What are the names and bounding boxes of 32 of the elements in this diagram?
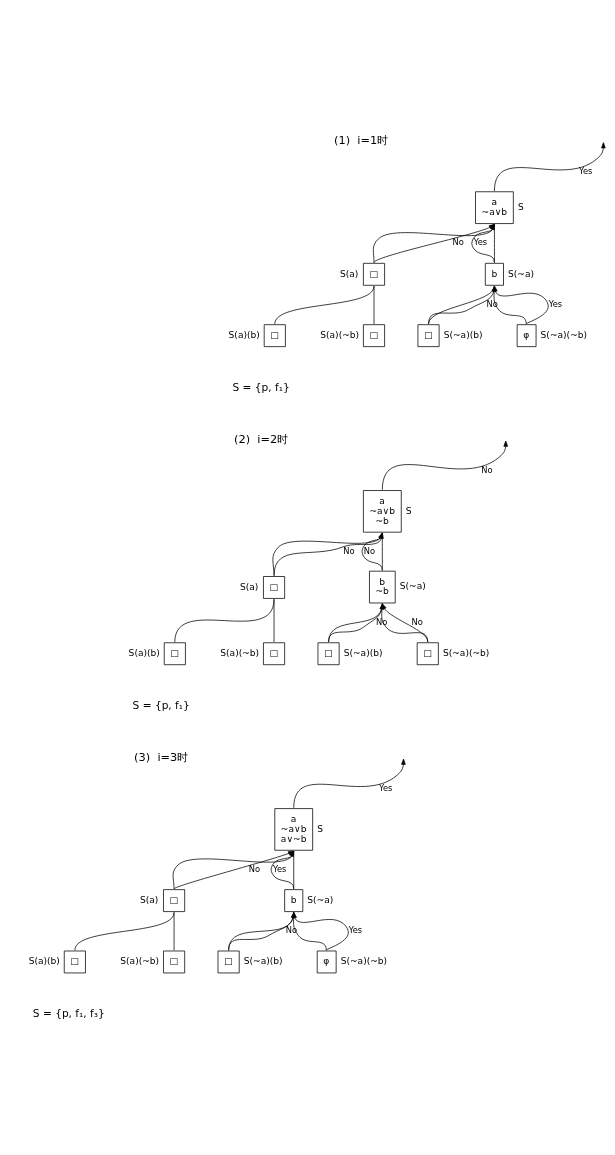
node-label: S <box>517 201 524 212</box>
node-label: S(~a)(~b) <box>540 329 588 340</box>
node-label: S(~a)(b) <box>443 329 483 340</box>
node-label: S(a)(b) <box>28 955 60 966</box>
node-label: S(a) <box>139 894 159 905</box>
edge-label: Yes <box>348 924 363 935</box>
label: S = {p, f₁} <box>132 698 190 711</box>
node-label: S(~a)(b) <box>343 647 383 658</box>
label: (1) i=1时 <box>334 132 389 147</box>
edge-label: Yes <box>548 298 563 309</box>
node-label: S(~a) <box>399 580 426 591</box>
node-label: S <box>405 505 412 516</box>
node-label: S(a)(~b) <box>220 647 260 658</box>
node-label: S <box>317 823 323 834</box>
node-label: S(a) <box>339 268 359 279</box>
edge-label: Yes <box>578 165 593 176</box>
node-label: S(a)(~b) <box>320 329 360 340</box>
label: (3) i=3时 <box>134 749 189 764</box>
node-label: S(a)(b) <box>228 329 260 340</box>
edge-label: No <box>481 464 493 475</box>
label: (2) i=2时 <box>234 431 289 446</box>
node-label: S(a)(b) <box>128 647 160 658</box>
node-label: S(a) <box>239 581 259 592</box>
label: S = {p, f₁} <box>232 380 290 393</box>
node-label: S(~a) <box>508 268 535 279</box>
label: S = {p, f₁, f₃} <box>32 1006 105 1019</box>
node-label: S(~a)(~b) <box>442 647 490 658</box>
node-label: S(~a)(~b) <box>340 955 388 966</box>
node-label: S(~a)(b) <box>243 955 283 966</box>
node-label: S(a)(~b) <box>120 955 160 966</box>
node-label: S(~a) <box>307 894 334 905</box>
edge-label: Yes <box>379 782 393 793</box>
